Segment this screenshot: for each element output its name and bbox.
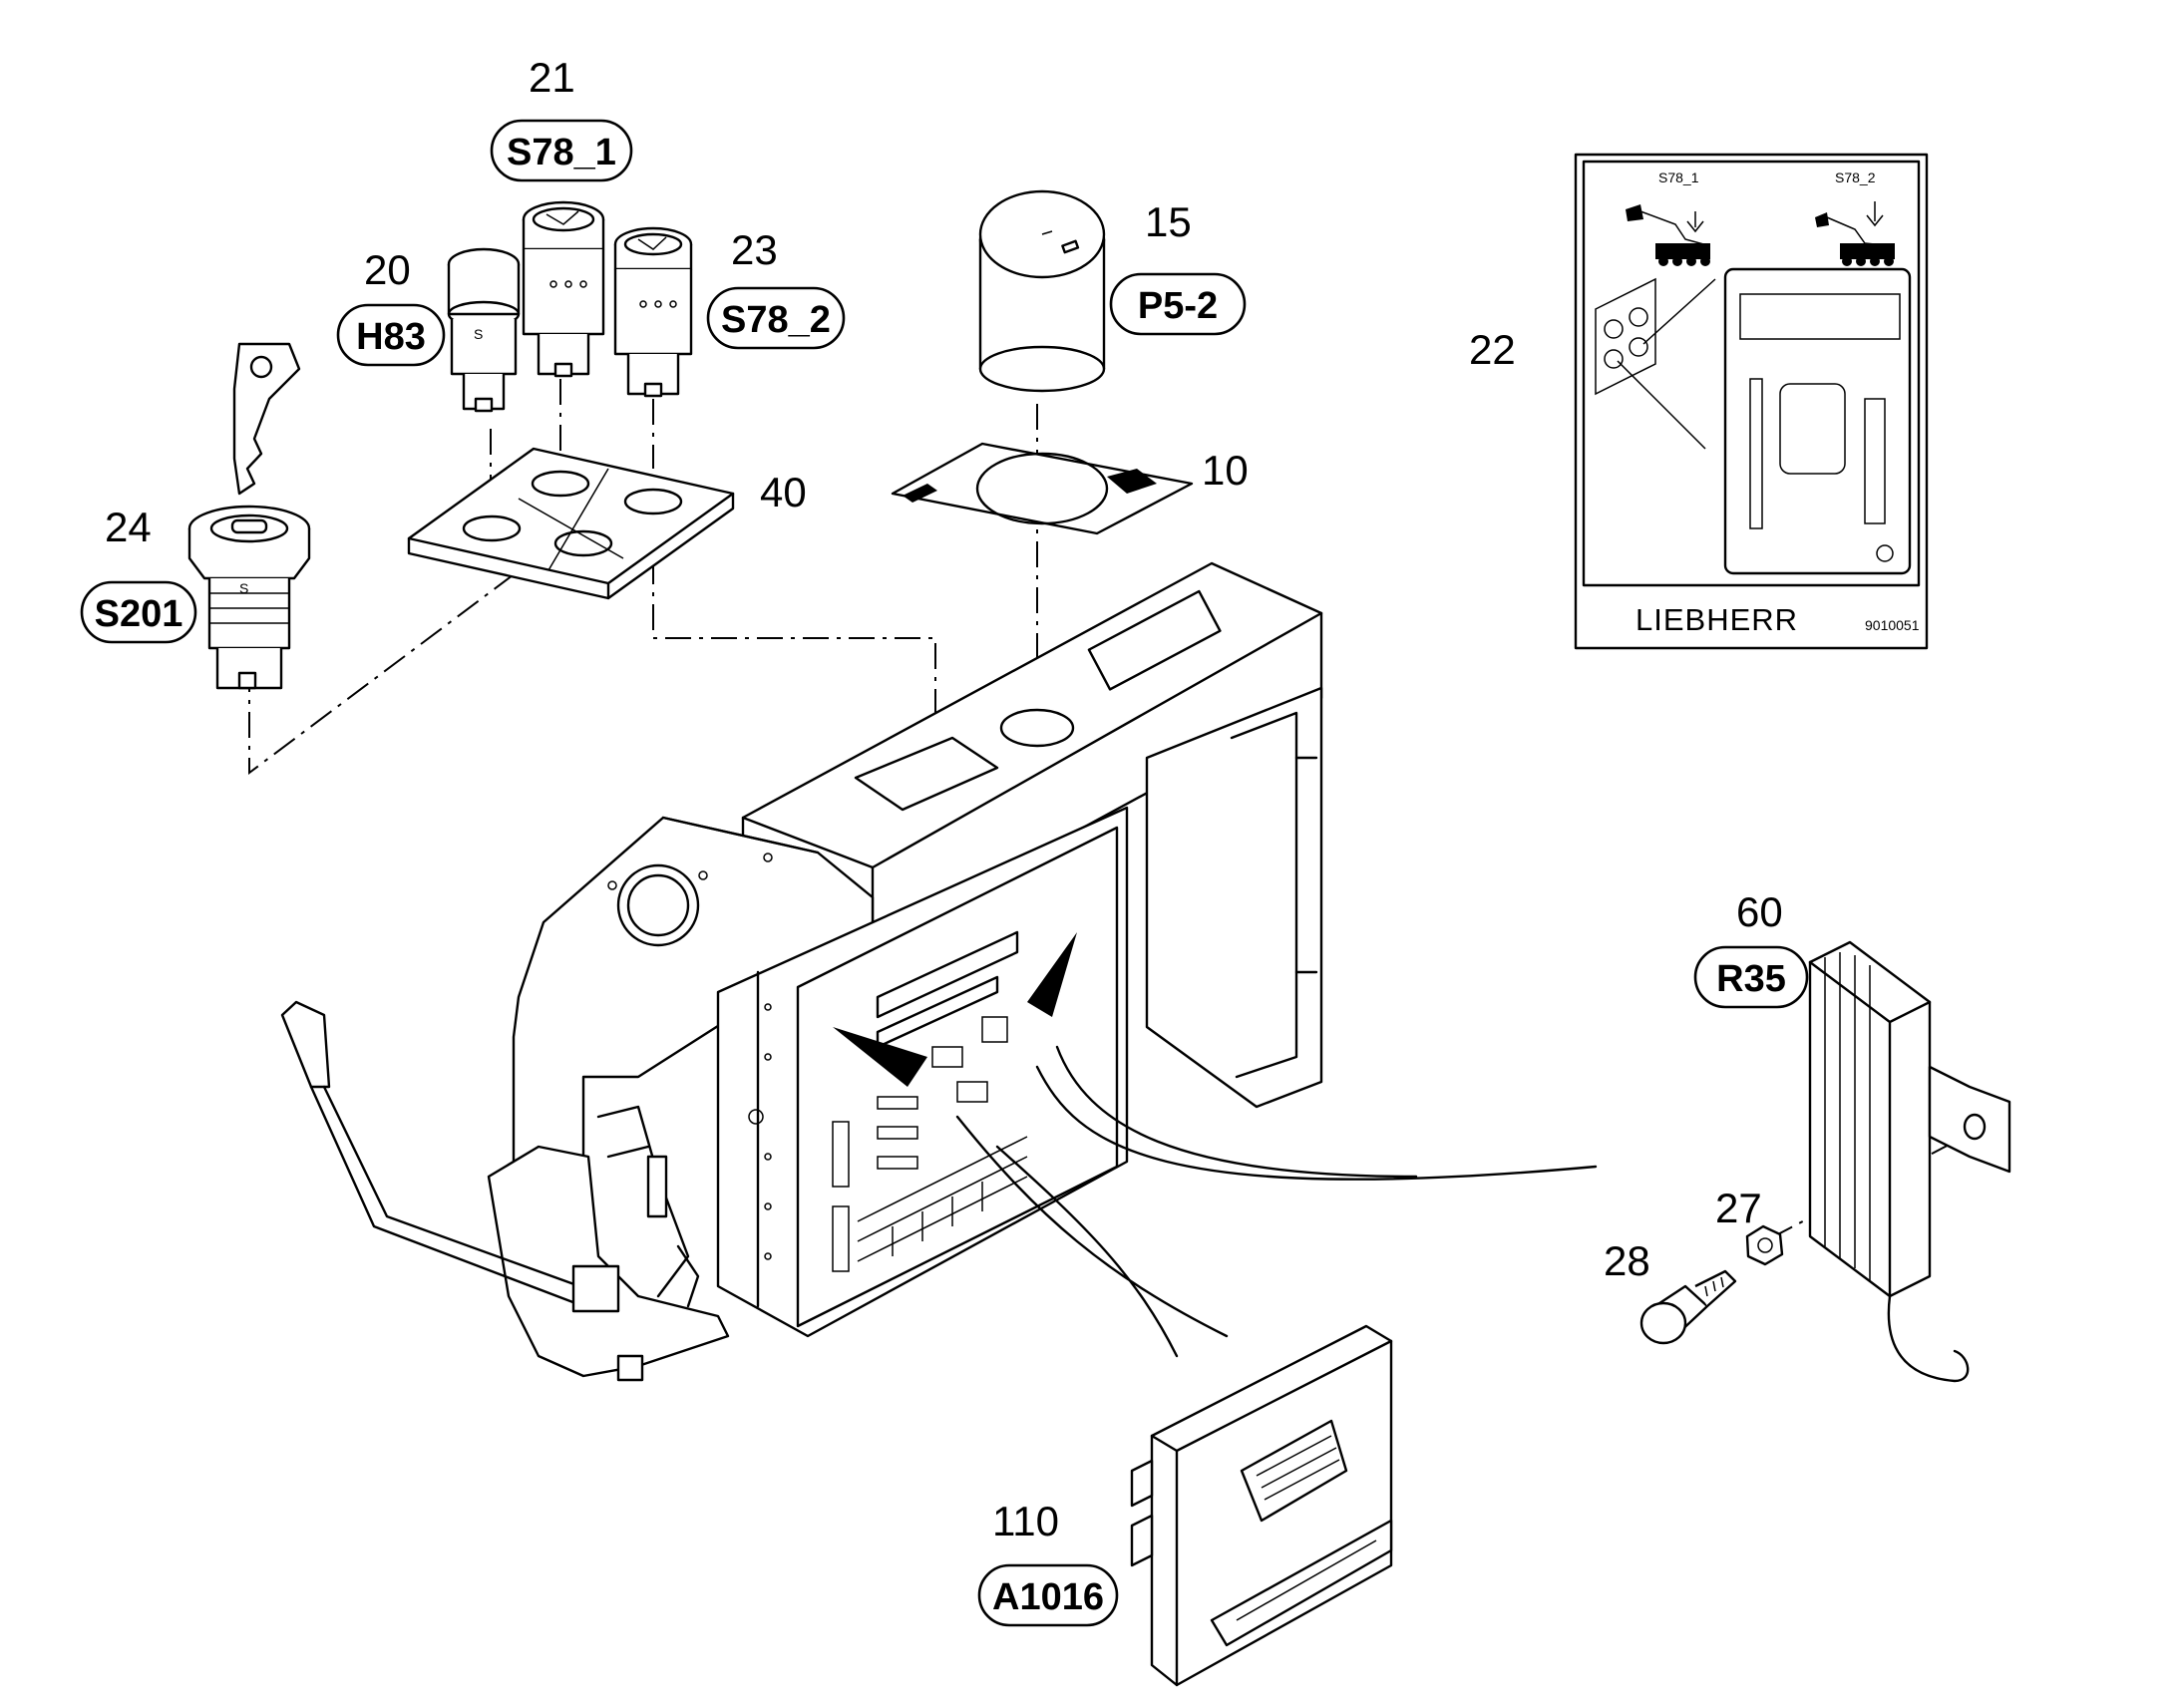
callout-60: 60 — [1736, 888, 1783, 935]
decal-brand: LIEBHERR — [1635, 602, 1798, 637]
tag-pill-s201 — [80, 580, 197, 644]
electronic-module — [1130, 1324, 1393, 1687]
tag-pill-r35 — [1693, 945, 1809, 1009]
gauge-instrument — [978, 189, 1106, 393]
mounting-plate — [407, 447, 735, 600]
reference-tags: S78_1 H83 S78_2 P5-2 S201 R35 A1016 — [80, 119, 1809, 1627]
callout-24: 24 — [105, 504, 152, 550]
callout-21: 21 — [529, 54, 575, 101]
tag-pill-h83 — [336, 303, 446, 367]
decal-code: 9010051 — [1865, 617, 1920, 633]
tag-pill-p5-2 — [1109, 272, 1247, 336]
tag-p5-2: P5-2 — [1138, 285, 1218, 327]
selector-switch-s78-1 — [522, 200, 605, 378]
tag-h83: H83 — [356, 316, 426, 358]
gauge-decal — [891, 442, 1194, 535]
callout-23: 23 — [731, 226, 778, 273]
callout-28: 28 — [1604, 1237, 1650, 1284]
tag-a1016: A1016 — [992, 1576, 1104, 1618]
tag-s201: S201 — [95, 593, 183, 635]
insertion-arrows — [833, 932, 1598, 1358]
decal-caption-right: S78_2 — [1835, 170, 1876, 185]
key-lock-mark: S — [239, 580, 248, 596]
callout-15: 15 — [1145, 198, 1192, 245]
decal-caption-left: S78_1 — [1658, 170, 1699, 185]
callout-27: 27 — [1715, 1185, 1762, 1231]
tag-s78-2: S78_2 — [721, 299, 831, 341]
tag-r35: R35 — [1716, 958, 1786, 1000]
control-console-housing — [487, 561, 1323, 1382]
callout-22: 22 — [1469, 326, 1516, 373]
tag-s78-1: S78_1 — [507, 132, 616, 173]
indicator-lamp: S — [447, 247, 521, 413]
key-lock-switch: S — [187, 342, 311, 690]
callout-numbers: 21 20 23 15 24 40 10 22 60 27 28 110 — [105, 54, 1783, 1544]
crane-icon-right — [1815, 201, 1895, 266]
power-resistor — [1808, 940, 2011, 1383]
callout-10: 10 — [1202, 447, 1249, 494]
tag-pill-s78-2 — [706, 286, 846, 350]
callout-20: 20 — [364, 246, 411, 293]
hex-nut — [1745, 1224, 1784, 1266]
tag-pill-s78-1 — [490, 119, 633, 182]
callout-40: 40 — [760, 469, 807, 515]
selector-switch-s78-2 — [613, 226, 693, 398]
callout-110: 110 — [992, 1498, 1059, 1544]
tag-pill-a1016 — [977, 1563, 1119, 1627]
control-lever — [280, 1000, 620, 1313]
cap-screw — [1639, 1269, 1737, 1345]
crane-icon-left — [1626, 204, 1710, 266]
instruction-decal: S78_1 S78_2 LIEBHERR 9010051 — [1574, 153, 1929, 650]
lamp-mark: S — [474, 326, 483, 342]
circuit-board-components — [748, 1003, 1028, 1272]
